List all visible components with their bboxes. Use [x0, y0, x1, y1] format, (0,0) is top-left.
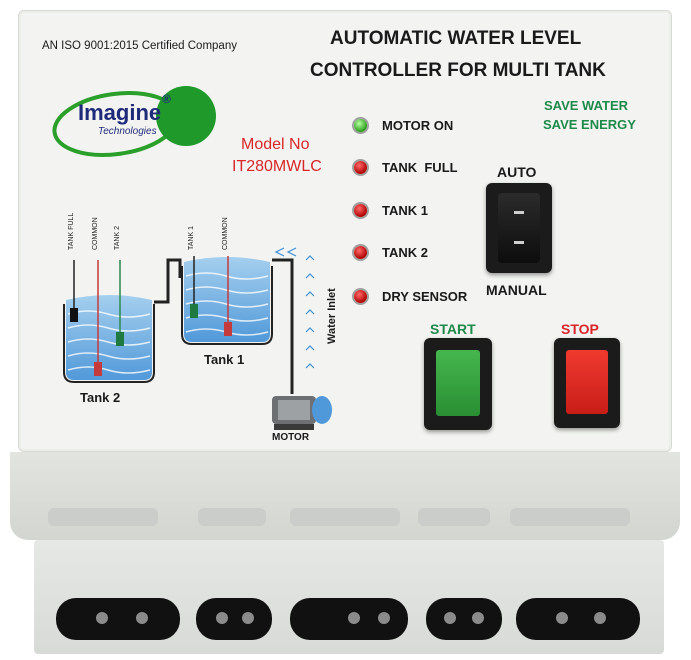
probe-label-text: TANK 2: [114, 226, 121, 250]
terminal-slot: [196, 598, 272, 640]
vent-slot: [510, 508, 630, 526]
model-number: IT280MWLC: [232, 158, 322, 175]
stop-label: STOP: [561, 321, 599, 337]
terminal-slot: [516, 598, 640, 640]
vent-slot: [48, 508, 158, 526]
enclosure-lower-body: [10, 452, 680, 540]
title-line-1: AUTOMATIC WATER LEVEL: [330, 28, 582, 49]
model-label: Model No: [241, 136, 310, 153]
vent-slot: [290, 508, 400, 526]
screw-icon: [96, 612, 108, 624]
probe-label-text: COMMON: [222, 217, 229, 250]
certification-text: AN ISO 9001:2015 Certified Company: [42, 40, 237, 52]
dry-sensor-led: [354, 290, 367, 303]
stop-button-face: [566, 350, 608, 414]
motor-on-led: [354, 119, 367, 132]
indicator-label-tank-full: TANK FULL: [382, 160, 458, 175]
vent-slot: [198, 508, 266, 526]
screw-icon: [378, 612, 390, 624]
rocker-face: [498, 193, 540, 263]
rocker-mark-top: [514, 211, 524, 214]
probe-label-text: COMMON: [92, 217, 99, 250]
indicator-label-motor-on: MOTOR ON: [382, 118, 454, 133]
screw-icon: [216, 612, 228, 624]
tank-2-label: Tank 2: [80, 390, 121, 405]
screw-icon: [472, 612, 484, 624]
mode-manual-label: MANUAL: [486, 282, 547, 298]
indicator-label-tank-2: TANK 2: [382, 245, 428, 260]
start-button-face: [436, 350, 480, 416]
terminal-slot: [290, 598, 408, 640]
registered-mark: ®: [162, 92, 171, 106]
stop-button[interactable]: [554, 338, 620, 428]
tank-1-label: Tank 1: [204, 352, 245, 367]
screw-icon: [556, 612, 568, 624]
screw-icon: [348, 612, 360, 624]
terminal-slot: [426, 598, 502, 640]
tank-full-led: [354, 161, 367, 174]
indicator-label-tank-1: TANK 1: [382, 203, 428, 218]
imagine-logo: [50, 76, 222, 166]
probe-label-text: TANK 1: [188, 226, 195, 250]
motor-label: MOTOR: [272, 432, 310, 443]
auto-manual-rocker-switch[interactable]: [486, 183, 552, 273]
title-line-2: CONTROLLER FOR MULTI TANK: [310, 60, 606, 81]
screw-icon: [242, 612, 254, 624]
rocker-mark-bottom: [514, 241, 524, 244]
mode-auto-label: AUTO: [497, 164, 537, 180]
water-inlet-label: Water Inlet: [326, 288, 338, 344]
screw-icon: [594, 612, 606, 624]
slogan-save-water: SAVE WATER: [544, 98, 629, 113]
start-label: START: [430, 321, 476, 337]
tank-diagram: [40, 196, 340, 446]
brand-subtitle: Technologies: [98, 126, 157, 137]
slogan-save-energy: SAVE ENERGY: [543, 117, 636, 132]
start-button[interactable]: [424, 338, 492, 430]
terminal-slot: [56, 598, 180, 640]
probe-label-text: TANK FULL: [68, 212, 75, 250]
vent-slot: [418, 508, 490, 526]
screw-icon: [136, 612, 148, 624]
screw-icon: [444, 612, 456, 624]
indicator-label-dry-sensor: DRY SENSOR: [382, 289, 468, 304]
tank-1-led: [354, 204, 367, 217]
brand-name: Imagine: [78, 100, 162, 125]
tank-2-led: [354, 246, 367, 259]
